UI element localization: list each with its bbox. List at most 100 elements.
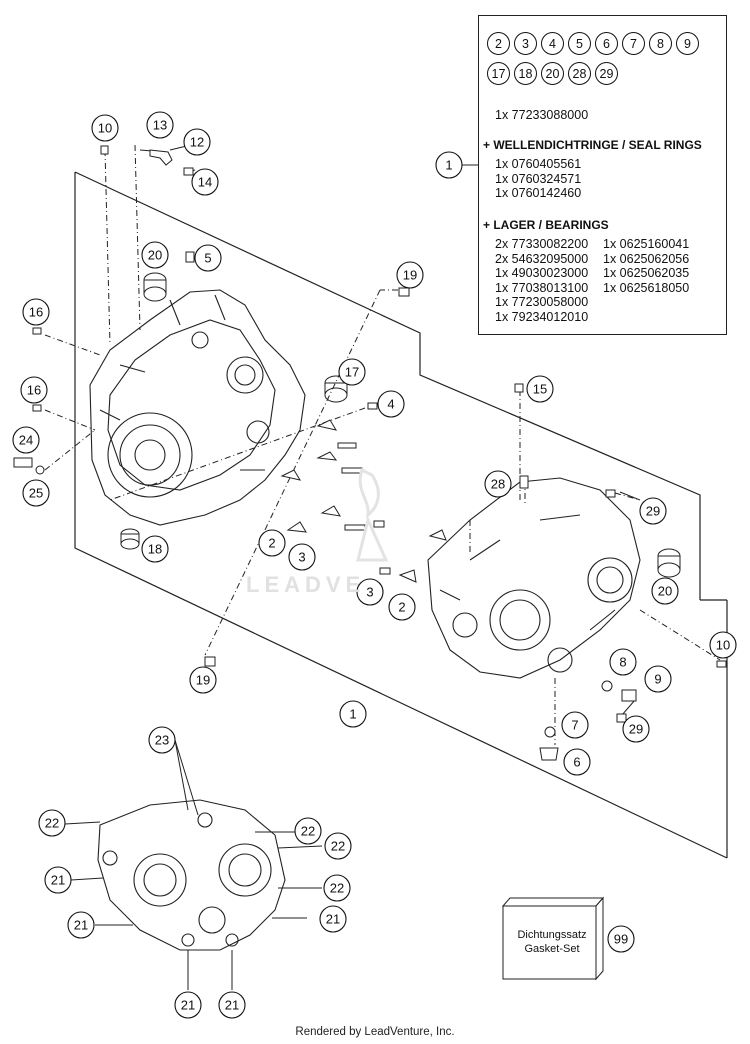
- callout-label: 3: [298, 550, 305, 565]
- legend-part-2: 2: [487, 32, 510, 55]
- callout-label: 10: [716, 638, 730, 653]
- seal-ring-line: 1x 0760405561: [495, 157, 582, 171]
- callout-9: 9: [644, 665, 672, 693]
- callout-label: 19: [196, 673, 210, 688]
- callout-label: 7: [571, 718, 578, 733]
- legend-part-20: 20: [541, 62, 564, 85]
- legend-part-4: 4: [541, 32, 564, 55]
- callout-17: 17: [338, 358, 366, 386]
- assembly-frame: [74, 172, 728, 859]
- bearings-heading: + LAGER / BEARINGS: [483, 218, 609, 232]
- left-crankcase-half: [89, 289, 306, 526]
- callout-16: 16: [22, 298, 50, 326]
- callout-label: 17: [345, 365, 359, 380]
- callout-label: 20: [148, 248, 162, 263]
- callout-label: 8: [619, 655, 626, 670]
- callout-20: 20: [651, 577, 679, 605]
- legend-part-6: 6: [595, 32, 618, 55]
- bearing-line: 1x 0625062035: [603, 266, 690, 280]
- hardware-parts: [13, 145, 727, 761]
- callout-15: 15: [526, 375, 554, 403]
- callout-label: 2: [268, 536, 275, 551]
- callout-2: 2: [258, 529, 286, 557]
- callout-label: 1: [445, 158, 452, 173]
- crankcase-bottom-view: [97, 799, 286, 951]
- bearing-line: 2x 77330082200: [495, 237, 589, 251]
- callout-label: 23: [155, 733, 169, 748]
- callout-label: 5: [204, 251, 211, 266]
- callout-10: 10: [91, 114, 119, 142]
- callout-7: 7: [561, 711, 589, 739]
- callout-2: 2: [388, 593, 416, 621]
- bearing-line: 1x 79234012010: [495, 309, 589, 324]
- callout-label: 9: [654, 672, 661, 687]
- legend-part-7: 7: [622, 32, 645, 55]
- callout-3: 3: [356, 578, 384, 606]
- callout-28: 28: [484, 470, 512, 498]
- seal-ring-line: 1x 0760324571: [495, 171, 582, 186]
- legend-part-5: 5: [568, 32, 591, 55]
- callout-label: 21: [51, 873, 65, 888]
- callout-22: 22: [38, 809, 66, 837]
- callout-label: 21: [74, 918, 88, 933]
- callout-21: 21: [44, 866, 72, 894]
- callout-label: 13: [153, 118, 167, 133]
- callout-19: 19: [189, 666, 217, 694]
- callout-label: 4: [387, 397, 394, 412]
- gasket-set-box: [501, 896, 605, 981]
- callout-label: 2: [398, 600, 405, 615]
- callout-23: 23: [148, 726, 176, 754]
- legend-part-29: 29: [595, 62, 618, 85]
- callout-label: 22: [330, 881, 344, 896]
- right-crankcase-half: [427, 477, 641, 679]
- bearing-line: 1x 0625618050: [603, 280, 690, 295]
- watermark-text: LEADVE: [246, 572, 366, 597]
- callout-label: 20: [658, 584, 672, 599]
- callout-13: 13: [146, 111, 174, 139]
- callout-12: 12: [183, 128, 211, 156]
- callout-label: 14: [198, 175, 212, 190]
- callout-6: 6: [563, 748, 591, 776]
- callout-16: 16: [20, 376, 48, 404]
- callout-label: 6: [573, 755, 580, 770]
- callout-1: 1: [435, 151, 463, 179]
- callout-label: 29: [629, 722, 643, 737]
- callout-22: 22: [323, 874, 351, 902]
- legend-part-17: 17: [487, 62, 510, 85]
- legend-part-8: 8: [649, 32, 672, 55]
- legend-part-18: 18: [514, 62, 537, 85]
- callout-18: 18: [141, 535, 169, 563]
- bearing-line: 1x 49030023000: [495, 266, 589, 280]
- callout-label: 16: [29, 305, 43, 320]
- callout-label: 22: [45, 816, 59, 831]
- legend-part-9: 9: [676, 32, 699, 55]
- callout-label: 18: [148, 542, 162, 557]
- callout-19: 19: [396, 261, 424, 289]
- callout-21: 21: [174, 991, 202, 1019]
- callout-label: 1: [349, 707, 356, 722]
- callout-label: 16: [27, 383, 41, 398]
- footer-credit: Rendered by LeadVenture, Inc.: [295, 1026, 455, 1038]
- bearing-line: 1x 77038013100: [495, 280, 589, 295]
- callout-29: 29: [639, 497, 667, 525]
- legend-part-28: 28: [568, 62, 591, 85]
- callout-10: 10: [709, 631, 737, 659]
- callout-label: 3: [366, 585, 373, 600]
- callout-label: 22: [301, 824, 315, 839]
- callout-label: 21: [181, 998, 195, 1013]
- callout-4: 4: [377, 390, 405, 418]
- gasket-label-de: Dichtungssatz: [517, 929, 587, 941]
- callout-99: 99: [607, 925, 635, 953]
- gasket-set-label: Dichtungssatz Gasket-Set: [508, 928, 596, 956]
- callout-8: 8: [609, 648, 637, 676]
- callout-label: 21: [225, 998, 239, 1013]
- bearing-line: 1x 0625062056: [603, 251, 690, 266]
- callout-25: 25: [22, 479, 50, 507]
- callout-label: 19: [403, 268, 417, 283]
- seal-ring-line: 1x 0760142460: [495, 186, 582, 200]
- callout-21: 21: [67, 911, 95, 939]
- callout-24: 24: [12, 426, 40, 454]
